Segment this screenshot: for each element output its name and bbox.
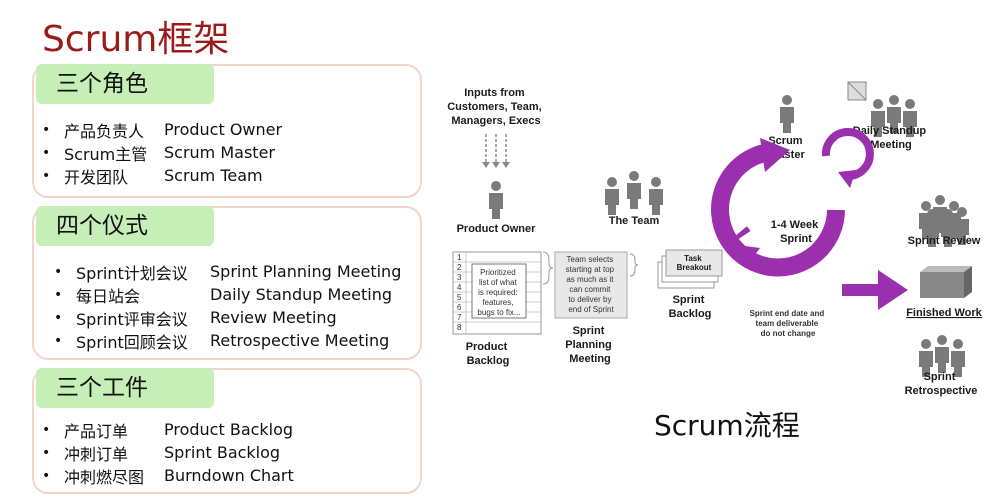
item-en: Sprint Planning Meeting [210, 262, 402, 281]
cycle-label: 1-4 Week Sprint [771, 219, 822, 245]
list-item: • Sprint计划会议 Sprint Planning Meeting [54, 260, 401, 283]
bullet-icon: • [54, 286, 63, 303]
task-breakout-stack [657, 249, 723, 289]
product-owner-person-icon [489, 181, 503, 219]
item-en: Product Owner [164, 120, 283, 139]
team-person-icon [649, 177, 663, 215]
item-zh: Scrum主管 [64, 144, 148, 164]
item-en: Scrum Master [164, 143, 275, 162]
the-team-label: The Team [609, 215, 660, 227]
sprint-cycle-arrow [711, 138, 845, 277]
brace-shape [542, 251, 554, 285]
list-item: • 冲刺燃尽图 Burndown Chart [42, 464, 294, 487]
item-en: Review Meeting [210, 308, 337, 327]
list-item: • 每日站会 Daily Standup Meeting [54, 283, 401, 306]
item-zh: 开发团队 [64, 167, 129, 187]
item-en: Scrum Team [164, 166, 263, 185]
brace-shape [629, 253, 639, 277]
artifacts-list: • 产品订单 Product Backlog • 冲刺订单 Sprint Bac… [42, 418, 294, 487]
bullet-icon: • [42, 467, 51, 484]
sprint-end-note: Sprint end date and team deliverable do … [750, 309, 827, 338]
backlog-row-numbers: 1 2 3 4 5 6 7 8 [457, 253, 464, 332]
inputs-arrowheads [482, 162, 510, 168]
sprint-backlog-label: Sprint Backlog [669, 294, 712, 320]
item-en: Burndown Chart [164, 466, 294, 485]
team-selects-box [554, 251, 628, 319]
finished-work-label: Finished Work [906, 307, 982, 319]
bullet-icon: • [54, 263, 63, 280]
item-en: Product Backlog [164, 420, 294, 439]
card-roles: 三个角色 • 产品负责人 Product Owner • Scrum主管 Scr… [32, 64, 422, 198]
team-person-icon [605, 177, 619, 215]
card-heading: 三个角色 [36, 64, 214, 104]
daily-cycle-arrow [821, 128, 874, 188]
item-zh: 每日站会 [76, 286, 141, 306]
deliver-arrow [842, 270, 908, 310]
team-person-icon [627, 171, 641, 209]
product-backlog-list: 1 2 3 4 5 6 7 8 Prioritized list of what… [452, 251, 542, 335]
team-selects-note: Team selects starting at top as much as … [566, 255, 617, 314]
bullet-icon: • [54, 332, 63, 349]
product-owner-label: Product Owner [457, 223, 537, 235]
product-backlog-label: Product Backlog [466, 341, 511, 367]
list-item: • 开发团队 Scrum Team [42, 164, 282, 187]
finished-work-box [920, 266, 972, 298]
bullet-icon: • [42, 144, 51, 161]
item-en: Retrospective Meeting [210, 331, 390, 350]
scrum-master-person-icon [780, 95, 794, 133]
scrum-process-diagram: Inputs from Customers, Team, Managers, E… [447, 81, 983, 397]
card-ceremonies: 四个仪式 • Sprint计划会议 Sprint Planning Meetin… [32, 206, 422, 360]
list-item: • Scrum主管 Scrum Master [42, 141, 282, 164]
bullet-icon: • [54, 309, 63, 326]
clock-hand-shape [847, 81, 867, 101]
item-en: Daily Standup Meeting [210, 285, 392, 304]
card-artifacts: 三个工件 • 产品订单 Product Backlog • 冲刺订单 Sprin… [32, 368, 422, 494]
list-item: • Sprint回顾会议 Retrospective Meeting [54, 329, 401, 352]
item-zh: Sprint回顾会议 [76, 332, 188, 352]
retrospective-label: Sprint Retrospective [905, 371, 978, 397]
bullet-icon: • [42, 121, 51, 138]
item-en: Sprint Backlog [164, 443, 281, 462]
inputs-arrows [485, 134, 507, 162]
roles-list: • 产品负责人 Product Owner • Scrum主管 Scrum Ma… [42, 118, 282, 187]
card-heading: 四个仪式 [36, 206, 214, 246]
inputs-label: Inputs from Customers, Team, Managers, E… [447, 87, 545, 127]
flow-title: Scrum流程 [654, 409, 800, 442]
list-item: • Sprint评审会议 Review Meeting [54, 306, 401, 329]
list-item: • 冲刺订单 Sprint Backlog [42, 441, 294, 464]
item-zh: 冲刺燃尽图 [64, 467, 145, 487]
page-title: Scrum框架 [42, 19, 230, 60]
prioritized-note: Prioritized list of what is required: fe… [477, 268, 520, 317]
bullet-icon: • [42, 444, 51, 461]
item-zh: 产品负责人 [64, 121, 145, 141]
sprint-review-label: Sprint Review [908, 235, 981, 247]
item-zh: 产品订单 [64, 421, 129, 441]
list-item: • 产品负责人 Product Owner [42, 118, 282, 141]
item-zh: 冲刺订单 [64, 444, 129, 464]
item-zh: Sprint评审会议 [76, 309, 188, 329]
task-breakout-label: Task Breakout [677, 254, 712, 272]
card-heading: 三个工件 [36, 368, 214, 408]
ceremonies-list: • Sprint计划会议 Sprint Planning Meeting • 每… [54, 260, 401, 352]
sprint-planning-label: Sprint Planning Meeting [565, 325, 615, 365]
bullet-icon: • [42, 421, 51, 438]
item-zh: Sprint计划会议 [76, 263, 188, 283]
daily-standup-label: Daily Standup Meeting [853, 125, 929, 151]
list-item: • 产品订单 Product Backlog [42, 418, 294, 441]
retro-person-icon [935, 335, 949, 373]
bullet-icon: • [42, 167, 51, 184]
